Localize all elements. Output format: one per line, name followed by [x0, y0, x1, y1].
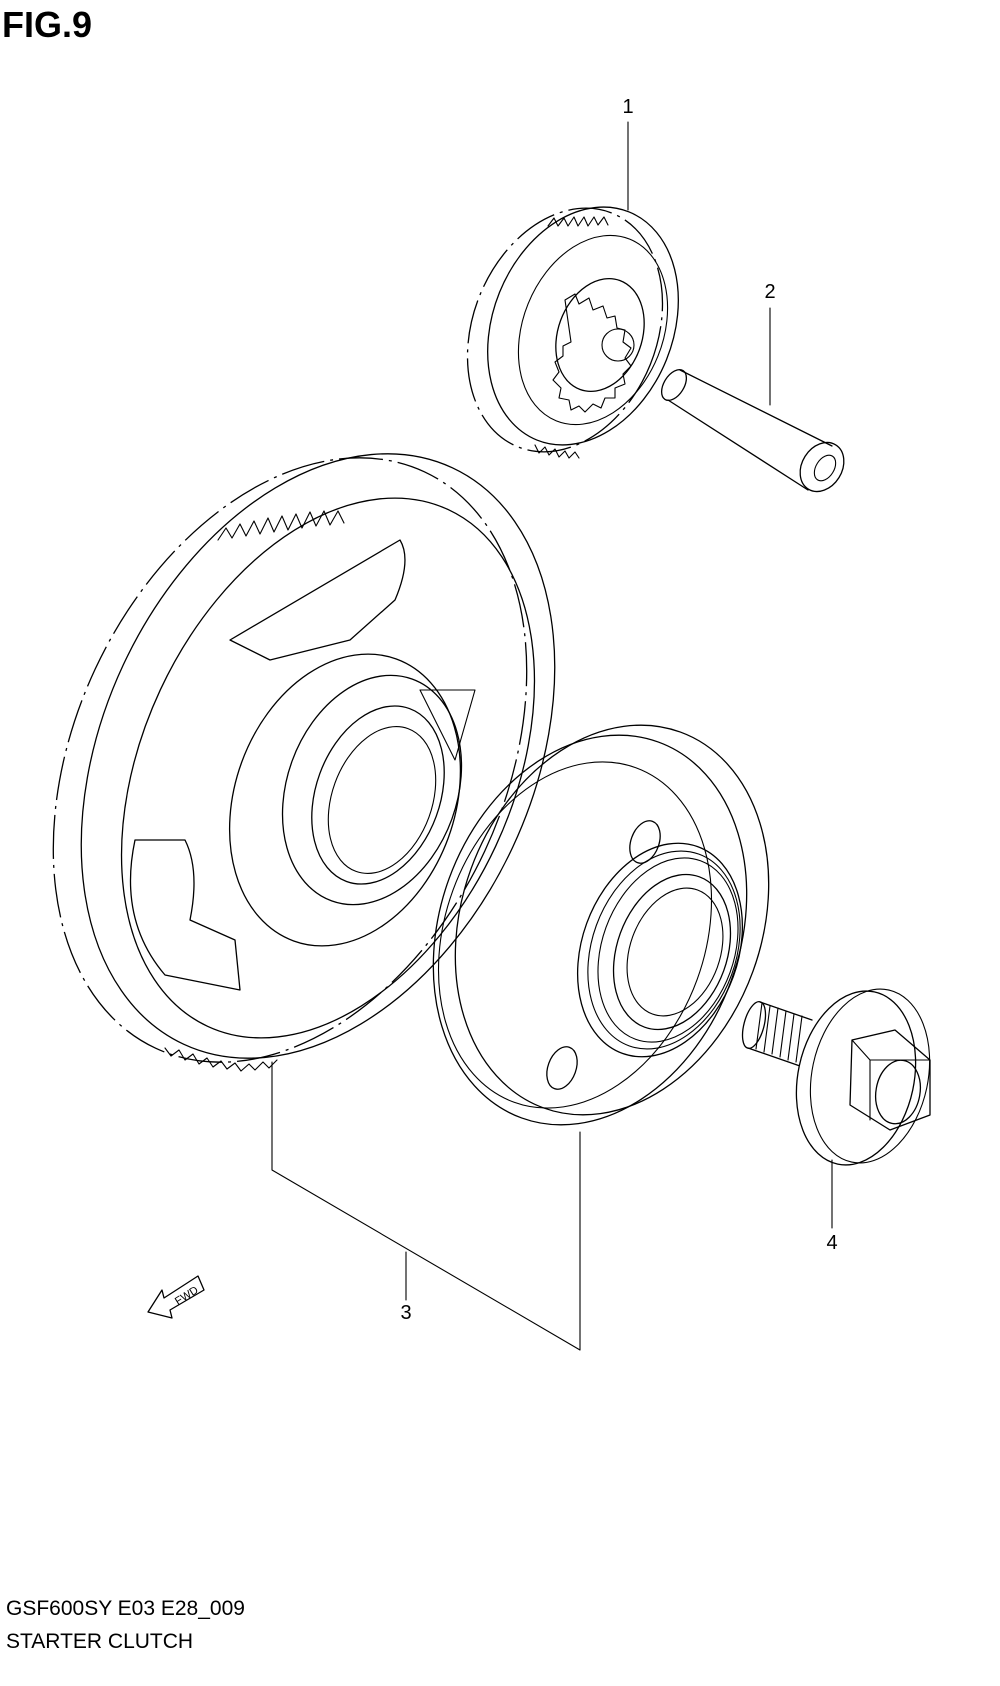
callout-2: 2: [764, 281, 775, 303]
figure-name: STARTER CLUTCH: [6, 1630, 194, 1653]
part-2-shaft: [660, 368, 845, 493]
part-3-clutch-housing: [432, 724, 770, 1126]
callout-4: 4: [826, 1232, 837, 1254]
model-code: GSF600SY E03 E28_009: [6, 1597, 245, 1620]
callout-1: 1: [622, 96, 633, 118]
part-4-flange-bolt: [741, 988, 931, 1166]
part-3-starter-gear: [52, 453, 556, 1072]
fwd-label: FWD: [173, 1284, 201, 1307]
figure-title: FIG.9: [2, 4, 93, 45]
callout-3: 3: [400, 1302, 411, 1324]
part-1-idle-gear: [466, 206, 679, 459]
leader-lines: [271, 121, 833, 1351]
fwd-arrow-icon: FWD: [147, 1275, 205, 1319]
